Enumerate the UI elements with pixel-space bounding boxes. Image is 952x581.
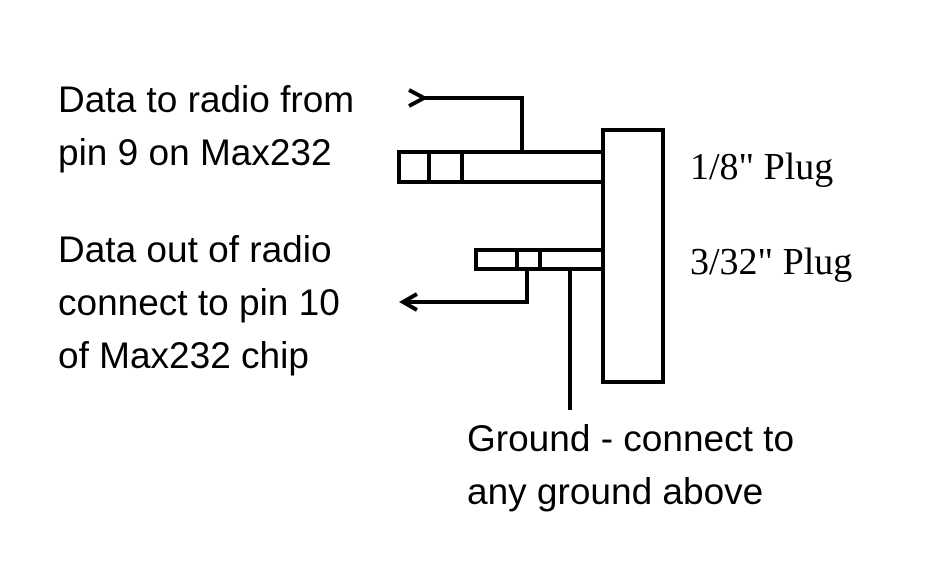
plug-1-8-label: 1/8" Plug bbox=[690, 146, 834, 188]
data-to-radio-label: Data to radio from pin 9 on Max232 bbox=[58, 73, 354, 179]
data-out-arrowhead bbox=[398, 292, 418, 312]
plug-body bbox=[601, 128, 665, 384]
data-out-line-1: Data out of radio bbox=[58, 229, 332, 270]
data-out-leader bbox=[403, 269, 529, 304]
data-out-line-2: connect to pin 10 bbox=[58, 282, 340, 323]
ground-label: Ground - connect to any ground above bbox=[467, 412, 794, 518]
data-to-radio-line-2: pin 9 on Max232 bbox=[58, 132, 332, 173]
data-to-radio-line-1: Data to radio from bbox=[58, 79, 355, 120]
data-to-radio-leader bbox=[424, 96, 524, 152]
data-out-label: Data out of radio connect to pin 10 of M… bbox=[58, 223, 340, 382]
ground-line-1: Ground - connect to bbox=[467, 418, 795, 459]
data-out-line-3: of Max232 chip bbox=[58, 335, 309, 376]
data-to-radio-arrowhead bbox=[408, 88, 429, 108]
plug-1-8-shaft bbox=[397, 150, 605, 184]
plug-3-32-label: 3/32" Plug bbox=[690, 241, 853, 283]
ground-line-2: any ground above bbox=[467, 471, 764, 512]
